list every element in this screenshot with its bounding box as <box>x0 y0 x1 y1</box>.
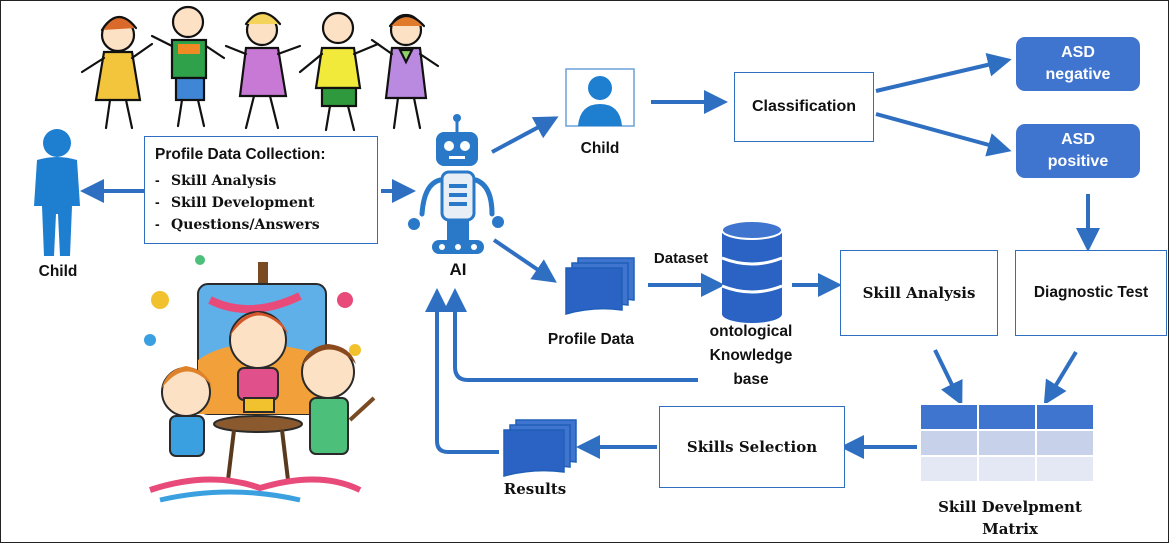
arrow-to-asd-positive <box>875 112 1012 157</box>
matrix-label: Skill Develpment Matrix <box>938 498 1082 538</box>
classification-box: Classification <box>734 72 874 142</box>
asd-negative-pill: ASD negative <box>1016 37 1140 91</box>
skills-selection-box: Skills Selection <box>659 406 845 488</box>
diagnostic-test-box: Diagnostic Test <box>1015 250 1167 336</box>
skill-analysis-box: Skill Analysis <box>840 250 998 336</box>
arrow-results-to-ai <box>425 288 499 454</box>
dataset-label: Dataset <box>653 250 709 267</box>
ai-label: AI <box>449 260 467 279</box>
results-label: Results <box>503 480 567 498</box>
child-label-left: Child <box>38 263 78 280</box>
arrow-ai-to-profile <box>492 238 557 283</box>
profile-item: -Skill Development <box>155 194 315 211</box>
asd-positive-pill: ASD positive <box>1016 124 1140 178</box>
arrow-ai-to-child <box>491 116 559 154</box>
arrow-diag-to-matrix <box>1043 350 1078 406</box>
profile-item: -Questions/Answers <box>155 216 320 233</box>
profile-data-label: Profile Data <box>547 331 635 348</box>
knowledge-base-label: ontological Knowledge base <box>709 323 793 388</box>
arrow-skill-to-matrix <box>933 349 963 406</box>
arrow-kb-to-ai <box>443 288 698 382</box>
profile-item: -Skill Analysis <box>155 172 277 189</box>
child-label-top: Child <box>580 140 620 157</box>
arrow-to-asd-negative <box>875 53 1012 93</box>
profile-collection-box: Profile Data Collection: -Skill Analysis… <box>144 136 378 244</box>
profile-collection-title: Profile Data Collection: <box>155 146 326 163</box>
